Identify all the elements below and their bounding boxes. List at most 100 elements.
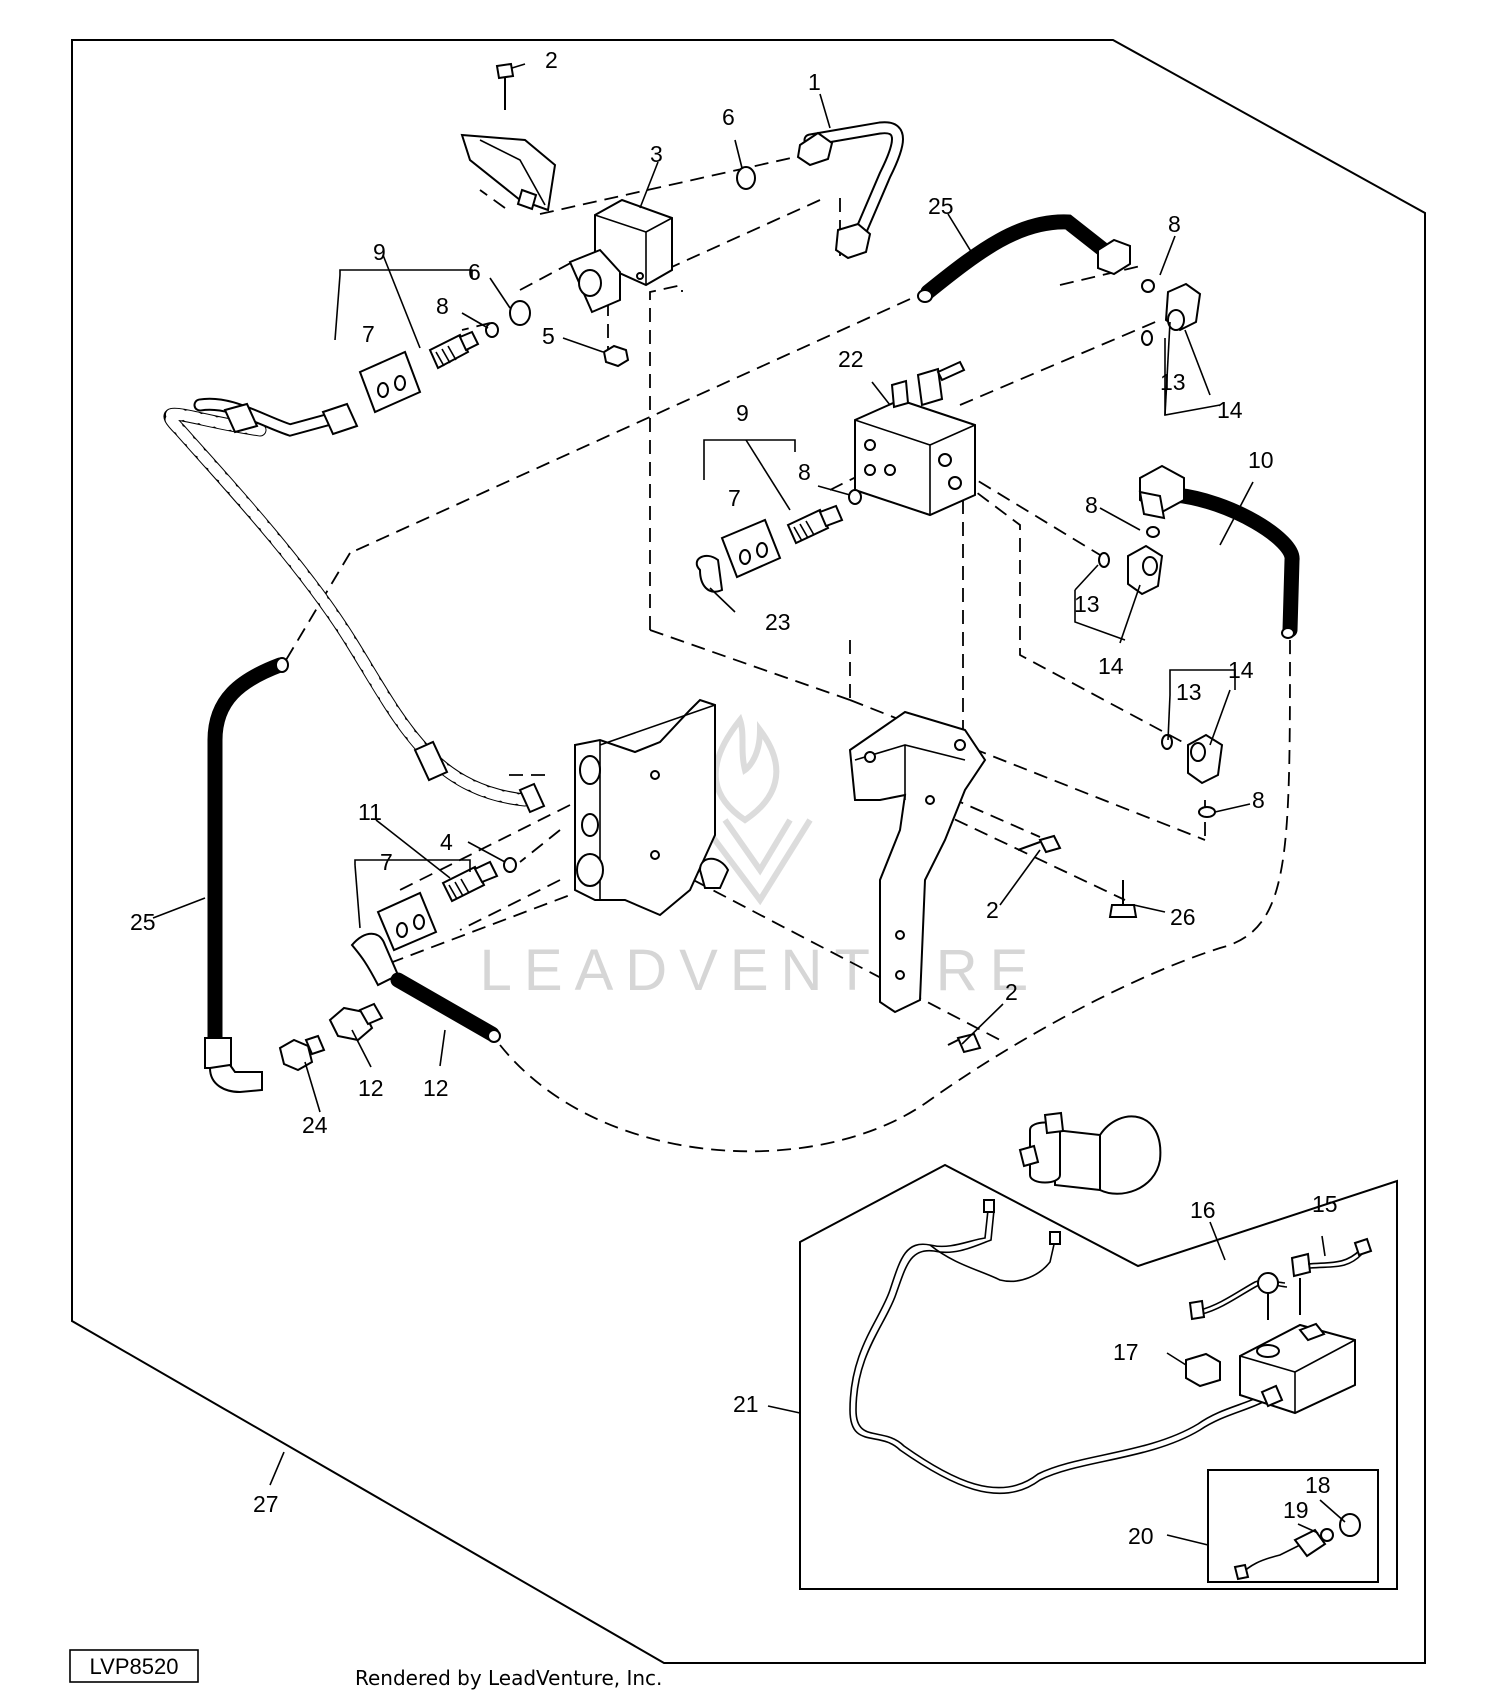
- callout-2a: 2: [545, 47, 558, 73]
- o-ring-8-right: [1146, 526, 1160, 538]
- callout-26: 26: [1170, 904, 1196, 930]
- callout-3: 3: [650, 141, 663, 167]
- dust-cap-7-middle: [720, 518, 782, 579]
- dust-cap-7-upper: [358, 350, 422, 414]
- hose-25-left: [204, 657, 289, 1094]
- callout-7c: 7: [380, 849, 393, 875]
- bolt-2-top: [495, 62, 515, 110]
- callout-19: 19: [1283, 1497, 1309, 1523]
- callout-18: 18: [1305, 1472, 1331, 1498]
- callout-27: 27: [253, 1491, 279, 1517]
- kit-outline: [71, 39, 1426, 1664]
- electrical-kit-outline: [799, 1163, 1398, 1590]
- sensor-kit-outline: [1207, 1469, 1379, 1583]
- callout-1: 1: [808, 69, 821, 95]
- tube-left-upper: [193, 397, 359, 437]
- mounting-bracket: [848, 710, 987, 1014]
- bolt-26: [1108, 880, 1138, 918]
- callout-21: 21: [733, 1391, 759, 1417]
- wiring-harness-21: [849, 1199, 1281, 1495]
- callout-14c: 14: [1228, 657, 1254, 683]
- callout-13c: 13: [1176, 679, 1202, 705]
- callout-9a: 9: [373, 239, 386, 265]
- electric-pump-motor: [1018, 1111, 1162, 1195]
- pigtail-16: [1188, 1272, 1288, 1321]
- callout-8d: 8: [1085, 492, 1098, 518]
- adapter-24: [278, 1034, 326, 1072]
- watermark: LEADVENTURE: [480, 713, 1041, 1003]
- callout-25a: 25: [130, 909, 156, 935]
- tube-1: [796, 121, 904, 260]
- elbow-14-lower: [1187, 733, 1224, 785]
- clip-bracket: [460, 133, 557, 212]
- hose-25-upper: [917, 214, 1131, 303]
- callout-10: 12: [358, 1075, 384, 1101]
- callout-8e: 8: [1252, 787, 1265, 813]
- watermark-logo-icon: [697, 713, 813, 906]
- callout-12b: 12: [423, 1075, 449, 1101]
- callout-16: 16: [1190, 1197, 1216, 1223]
- bolt-2-lower: [947, 1032, 982, 1054]
- pigtail-15: [1290, 1237, 1373, 1315]
- callout-12a: 10: [1248, 447, 1274, 473]
- callout-17: 17: [1113, 1339, 1139, 1365]
- callout-7a: 7: [362, 321, 375, 347]
- callout-14a: 14: [1217, 397, 1243, 423]
- watermark-text: LEADVENTURE: [480, 938, 1041, 1003]
- figure-id-box: LVP8520: [69, 1649, 199, 1683]
- callout-13b: 13: [1074, 591, 1100, 617]
- callout-14b: 14: [1098, 653, 1124, 679]
- coupler-9-upper: [428, 330, 480, 370]
- callout-2b: 2: [986, 897, 999, 923]
- callout-6b: 6: [468, 259, 481, 285]
- callout-8b: 8: [1168, 211, 1181, 237]
- callout-24: 24: [302, 1112, 328, 1138]
- o-ring-13-middle: [1098, 552, 1110, 568]
- bracket-3: [568, 198, 673, 314]
- figure-id: LVP8520: [90, 1654, 179, 1679]
- callout-7b: 7: [728, 485, 741, 511]
- mounting-plate: [574, 698, 730, 917]
- o-ring-8-left: [485, 322, 499, 338]
- callout-9b: 9: [736, 400, 749, 426]
- callout-8c: 8: [798, 459, 811, 485]
- o-ring-13-upper-right: [1141, 330, 1153, 346]
- callout-8a: 8: [436, 293, 449, 319]
- bolt-2-middle: [1017, 834, 1062, 854]
- elbow-14-middle: [1127, 544, 1164, 596]
- callout-23: 23: [765, 609, 791, 635]
- sensor-kit-parts: [1233, 1513, 1361, 1581]
- hose-12-lower: [350, 932, 501, 1043]
- relay-17: [1185, 1352, 1221, 1388]
- callout-5: 5: [542, 323, 555, 349]
- clamp-23: [695, 554, 724, 593]
- o-ring-13-lower: [1161, 734, 1173, 750]
- hose-12-right: [1138, 464, 1300, 639]
- adapter-10: [328, 1002, 384, 1042]
- nut-5: [602, 344, 630, 368]
- switch-housing: [1239, 1322, 1356, 1415]
- callout-20: 20: [1128, 1523, 1154, 1549]
- callout-leaders: [152, 63, 1346, 1546]
- render-credit: Rendered by LeadVenture, Inc.: [355, 1666, 662, 1690]
- o-ring-8-valve: [848, 489, 862, 505]
- coupler-11: [441, 860, 499, 903]
- coupler-9-middle: [786, 504, 844, 545]
- callout-15: 15: [1312, 1191, 1338, 1217]
- callout-labels: 2 1 3 6 6 8 5 9 7 25 8 13 14 22 9 7 8 10…: [130, 47, 1338, 1549]
- elbow-14-upper: [1164, 282, 1202, 332]
- callout-25b: 25: [928, 193, 954, 219]
- o-ring-8-lower: [1198, 806, 1216, 818]
- dust-cap-7-lower: [376, 891, 438, 952]
- o-ring-8-upper-right: [1141, 279, 1155, 293]
- phantom-tube: [163, 407, 546, 814]
- callout-2c: 2: [1005, 979, 1018, 1005]
- o-ring-6-lower: [509, 300, 531, 326]
- callout-22: 22: [838, 346, 864, 372]
- o-ring-6-upper: [736, 166, 756, 190]
- callout-4: 4: [440, 829, 453, 855]
- callout-6a: 6: [722, 104, 735, 130]
- callout-13a: 13: [1160, 369, 1186, 395]
- o-ring-4: [503, 857, 517, 873]
